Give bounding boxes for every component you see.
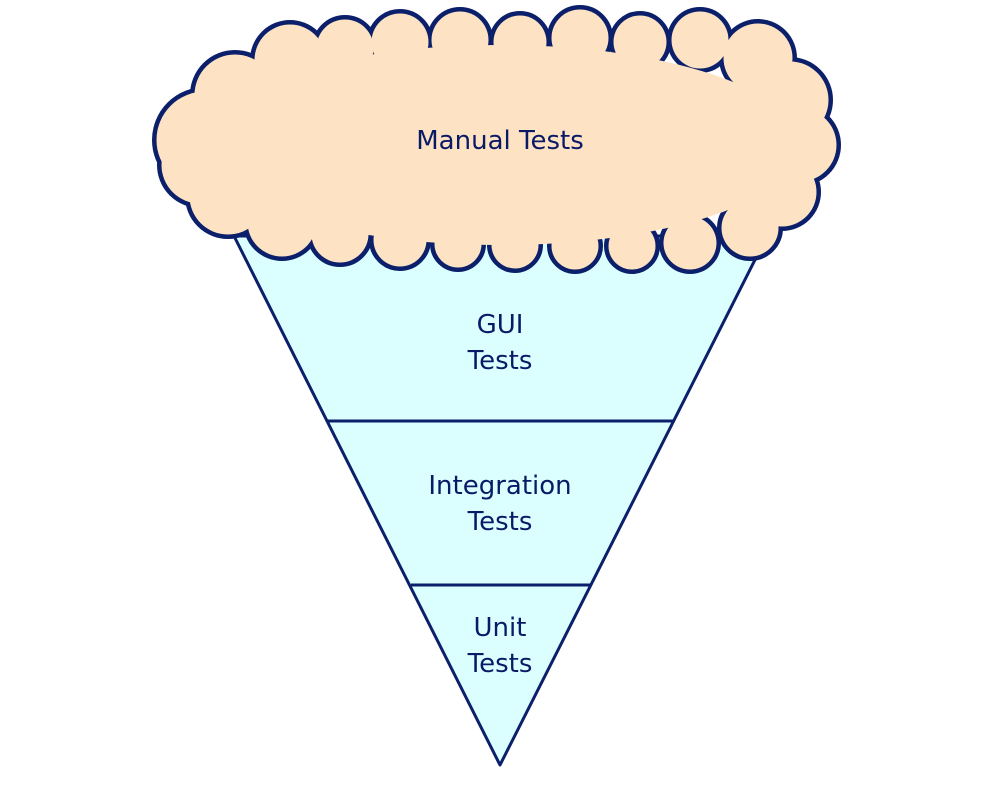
manual-tests-label: Manual Tests: [416, 126, 584, 156]
unit-label-line1: Unit: [474, 613, 527, 643]
unit-label-line2: Tests: [467, 649, 533, 679]
cloud-bump: [663, 216, 717, 270]
integration-label-line2: Tests: [467, 507, 533, 537]
gui-label-line2: Tests: [467, 346, 533, 376]
cloud-shape: [156, 9, 837, 270]
cloud-bump: [671, 11, 729, 69]
integration-label-line1: Integration: [428, 471, 571, 501]
cloud-bump: [721, 199, 779, 257]
gui-label-line1: GUI: [477, 310, 524, 340]
cloud-body: [200, 45, 800, 245]
